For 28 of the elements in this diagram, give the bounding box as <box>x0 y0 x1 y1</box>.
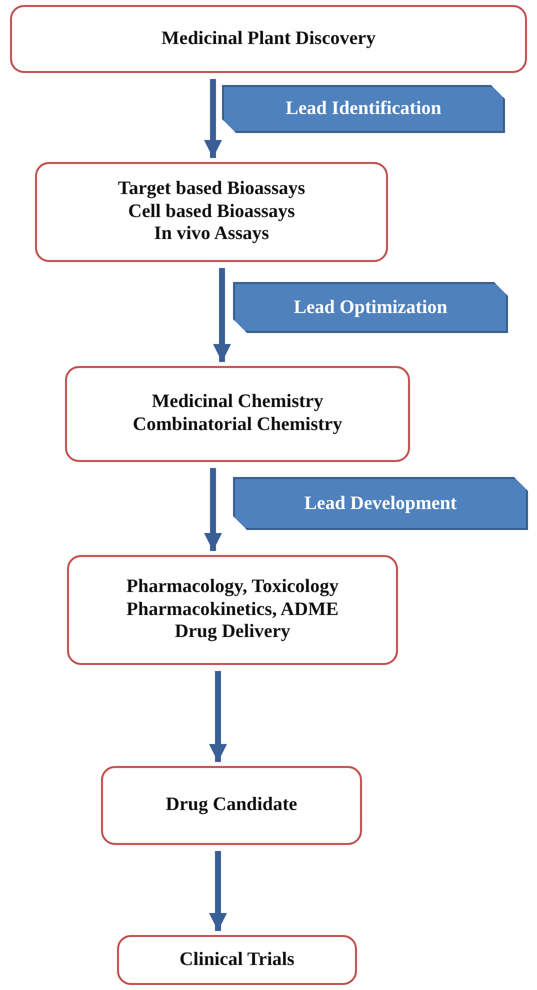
node-text: Medicinal Plant Discovery <box>161 28 376 50</box>
node-text: Medicinal Chemistry <box>152 391 324 414</box>
node-text: Lead Optimization <box>294 296 448 318</box>
stage-banner <box>222 85 505 133</box>
stage-banner <box>233 282 508 333</box>
process-box <box>67 555 398 665</box>
node-text: Lead Development <box>304 492 457 514</box>
arrow <box>204 468 222 551</box>
stage-banner <box>233 477 528 530</box>
process-box <box>10 5 527 73</box>
arrow <box>213 268 231 362</box>
process-box <box>117 935 357 985</box>
arrow <box>209 851 227 931</box>
node-text: Target based Bioassays <box>118 178 306 201</box>
node-text: In vivo Assays <box>154 223 270 246</box>
node-text: Drug Delivery <box>174 621 290 644</box>
node-text: Pharmacokinetics, ADME <box>126 598 339 622</box>
process-box <box>65 366 410 462</box>
process-box <box>35 162 388 262</box>
node-text: Pharmacology, Toxicology <box>126 576 339 599</box>
arrow <box>204 79 222 158</box>
process-box <box>101 766 362 845</box>
node-text: Lead Identification <box>286 98 442 120</box>
node-text: Combinatorial Chemistry <box>132 414 342 437</box>
node-text: Drug Candidate <box>166 794 298 817</box>
node-text: Clinical Trials <box>180 948 294 972</box>
arrow <box>209 671 227 762</box>
node-text: Cell based Bioassays <box>128 200 295 224</box>
